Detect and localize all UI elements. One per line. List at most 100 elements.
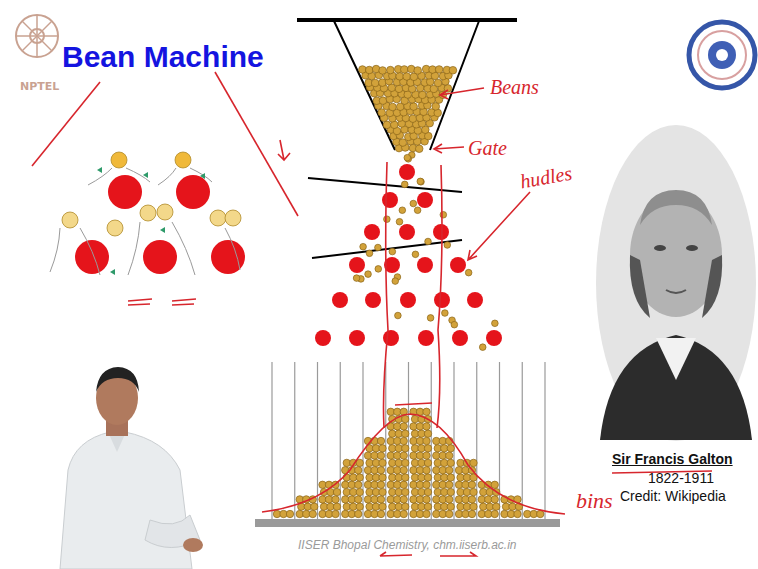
trajectory xyxy=(225,228,240,270)
bean xyxy=(447,488,454,495)
bean xyxy=(424,459,431,466)
bean xyxy=(423,496,430,503)
bean xyxy=(62,212,78,228)
bean xyxy=(377,481,384,488)
mark xyxy=(278,140,290,160)
bean xyxy=(402,415,409,422)
peg xyxy=(450,257,466,273)
bin-wall xyxy=(271,362,272,519)
bean xyxy=(423,452,430,459)
bean xyxy=(491,496,498,503)
bean xyxy=(377,467,384,474)
bean xyxy=(379,67,387,75)
bean xyxy=(399,207,406,214)
bean xyxy=(424,430,431,437)
bean xyxy=(309,510,316,517)
bean xyxy=(427,315,434,322)
bean xyxy=(442,310,449,317)
path-line xyxy=(384,162,389,428)
bean xyxy=(389,103,397,111)
peg xyxy=(452,330,468,346)
bean xyxy=(402,430,409,437)
bean xyxy=(492,320,499,327)
bin-wall xyxy=(385,362,386,519)
bean xyxy=(418,179,425,186)
peg xyxy=(383,330,399,346)
mark xyxy=(32,82,100,166)
bean xyxy=(365,271,372,278)
bean xyxy=(470,459,477,466)
peg xyxy=(434,292,450,308)
bean xyxy=(333,488,340,495)
bin-wall xyxy=(294,362,295,519)
arrow-mark xyxy=(200,173,205,179)
arrow-mark xyxy=(160,227,165,233)
bean xyxy=(402,488,409,495)
peg xyxy=(467,292,483,308)
peg xyxy=(349,257,365,273)
bean xyxy=(446,496,453,503)
bean xyxy=(410,200,417,207)
peg xyxy=(108,175,142,209)
bean xyxy=(470,488,477,495)
bean xyxy=(417,178,424,185)
base xyxy=(255,519,560,527)
bean xyxy=(400,423,407,430)
nptel-logo xyxy=(16,15,58,57)
bean xyxy=(365,66,373,74)
trajectory xyxy=(128,222,140,275)
footer: IISER Bhopal Chemistry, chm.iiserb.ac.in xyxy=(298,538,517,552)
peg xyxy=(486,330,502,346)
bean xyxy=(402,459,409,466)
bean xyxy=(400,452,407,459)
bean xyxy=(423,467,430,474)
bean xyxy=(432,103,440,111)
bin-wall xyxy=(453,362,454,519)
bean xyxy=(491,510,498,517)
bean xyxy=(332,496,339,503)
peg xyxy=(75,240,109,274)
bean xyxy=(333,503,340,510)
peg xyxy=(382,192,398,208)
bin-wall xyxy=(340,362,341,519)
caption-years: 1822-1911 xyxy=(648,470,714,486)
bean xyxy=(446,467,453,474)
bean xyxy=(378,109,386,117)
arrow-mark xyxy=(110,269,115,275)
trajectory xyxy=(158,168,176,185)
pegs xyxy=(315,164,502,346)
bean xyxy=(379,503,386,510)
bin-wall xyxy=(522,362,523,519)
bean xyxy=(375,266,382,273)
bean xyxy=(175,152,191,168)
annotation: Gate xyxy=(468,137,507,160)
bean xyxy=(444,242,451,249)
bean xyxy=(366,250,373,257)
bean xyxy=(375,244,382,251)
bean xyxy=(424,488,431,495)
peg xyxy=(364,224,380,240)
trajectory xyxy=(80,228,100,275)
bean xyxy=(446,481,453,488)
bean xyxy=(355,467,362,474)
bean xyxy=(435,66,443,74)
bean xyxy=(379,459,386,466)
bean xyxy=(401,181,408,188)
leader-line xyxy=(440,88,484,99)
institute-logo xyxy=(689,22,755,88)
arrow-mark xyxy=(143,172,148,178)
arrow-mark xyxy=(97,167,102,173)
peg xyxy=(365,292,381,308)
bean xyxy=(383,121,391,129)
bean xyxy=(414,207,421,214)
bean xyxy=(400,510,407,517)
bean xyxy=(424,503,431,510)
bin-wall xyxy=(408,362,409,519)
bean xyxy=(356,474,363,481)
bin-wall xyxy=(544,362,545,519)
bean xyxy=(356,503,363,510)
bean xyxy=(447,459,454,466)
peg xyxy=(417,257,433,273)
bean xyxy=(396,73,404,81)
